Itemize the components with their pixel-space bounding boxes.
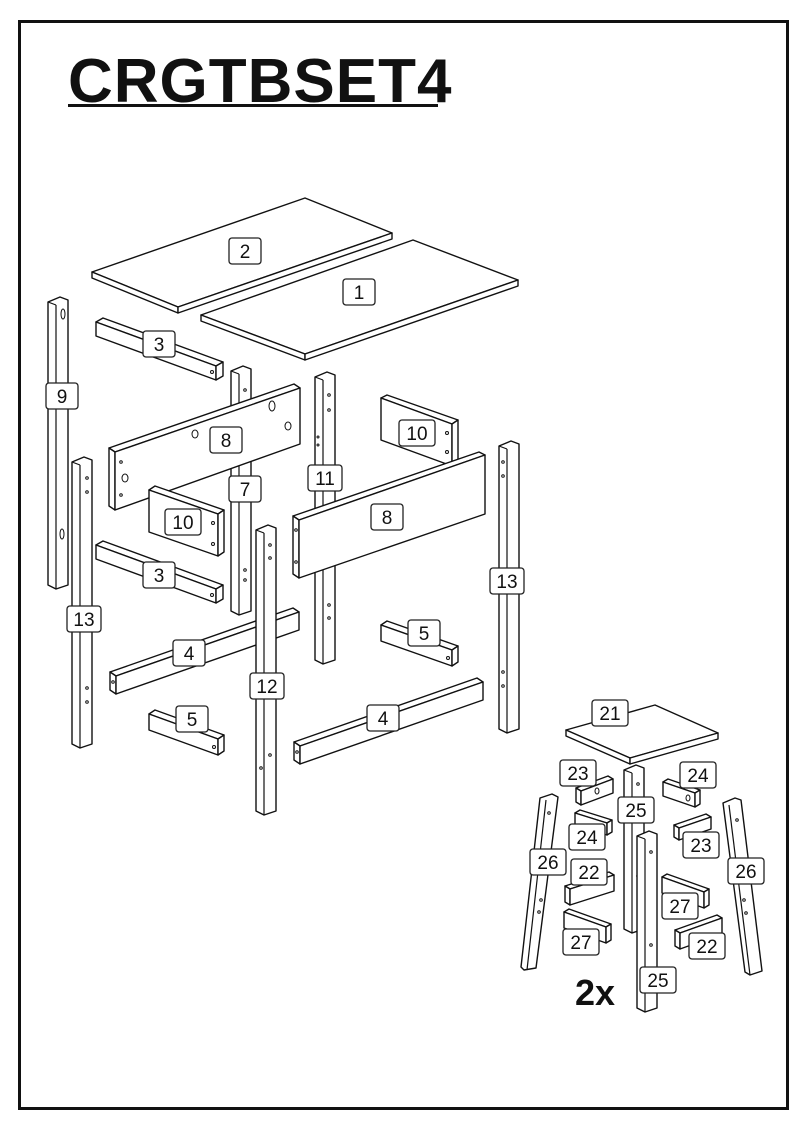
label-part-4-left: 4 xyxy=(172,639,206,667)
label-part-1: 1 xyxy=(342,278,376,306)
svg-text:4: 4 xyxy=(184,644,195,665)
label-part-5-right: 5 xyxy=(407,619,441,647)
page-frame xyxy=(18,20,789,1110)
label-part-27-right: 27 xyxy=(661,892,699,920)
label-part-24-right: 24 xyxy=(679,761,717,789)
label-part-25-rear: 25 xyxy=(617,796,655,824)
label-part-10-front: 10 xyxy=(164,508,202,536)
label-part-4-right: 4 xyxy=(366,704,400,732)
label-part-3-lower: 3 xyxy=(142,561,176,589)
stool-leg-26-right xyxy=(722,797,763,976)
svg-text:27: 27 xyxy=(570,933,591,954)
svg-text:13: 13 xyxy=(496,572,517,593)
svg-text:13: 13 xyxy=(73,610,94,631)
svg-text:8: 8 xyxy=(382,508,393,529)
svg-text:23: 23 xyxy=(567,764,588,785)
label-part-22-left: 22 xyxy=(570,858,608,886)
svg-text:10: 10 xyxy=(406,424,427,445)
label-part-11: 11 xyxy=(307,464,343,492)
leg-9 xyxy=(47,296,69,590)
svg-text:9: 9 xyxy=(57,387,68,408)
svg-text:25: 25 xyxy=(647,971,668,992)
label-part-13-left: 13 xyxy=(66,605,102,633)
svg-text:1: 1 xyxy=(354,283,365,304)
label-part-22-right: 22 xyxy=(688,932,726,960)
label-part-8-front: 8 xyxy=(370,503,404,531)
label-part-21: 21 xyxy=(591,699,629,727)
leg-13-left xyxy=(71,456,93,749)
svg-text:3: 3 xyxy=(154,335,165,356)
label-part-8-rear: 8 xyxy=(209,426,243,454)
svg-text:26: 26 xyxy=(537,853,558,874)
svg-text:26: 26 xyxy=(735,862,756,883)
svg-text:5: 5 xyxy=(419,624,430,645)
label-part-27-left: 27 xyxy=(562,928,600,956)
svg-text:8: 8 xyxy=(221,431,232,452)
apron-8-rear xyxy=(108,383,301,511)
label-part-26-right: 26 xyxy=(727,857,765,885)
svg-text:23: 23 xyxy=(690,836,711,857)
label-part-9: 9 xyxy=(45,382,79,410)
svg-text:25: 25 xyxy=(625,801,646,822)
label-part-5-left: 5 xyxy=(175,705,209,733)
svg-text:24: 24 xyxy=(687,766,709,787)
svg-text:3: 3 xyxy=(154,566,165,587)
svg-text:27: 27 xyxy=(669,897,690,918)
label-part-23-right: 23 xyxy=(682,831,720,859)
stool-leg-26-left xyxy=(520,793,559,971)
label-part-26-left: 26 xyxy=(529,848,567,876)
svg-text:22: 22 xyxy=(696,937,717,958)
svg-text:2: 2 xyxy=(240,242,251,263)
label-part-2: 2 xyxy=(228,237,262,265)
label-part-7: 7 xyxy=(228,475,262,503)
svg-text:5: 5 xyxy=(187,710,198,731)
stool-seat-21 xyxy=(565,704,719,765)
label-part-10-rear: 10 xyxy=(398,419,436,447)
title-underline xyxy=(68,104,438,107)
label-part-3-upper: 3 xyxy=(142,330,176,358)
svg-text:4: 4 xyxy=(378,709,389,730)
svg-text:22: 22 xyxy=(578,863,599,884)
label-part-23-left: 23 xyxy=(559,759,597,787)
svg-text:7: 7 xyxy=(240,480,251,501)
label-part-25-front: 25 xyxy=(639,966,677,994)
svg-text:11: 11 xyxy=(315,469,335,490)
label-part-24-left: 24 xyxy=(568,823,606,851)
label-part-13-right: 13 xyxy=(489,567,525,595)
svg-text:24: 24 xyxy=(576,828,598,849)
page-title: CRGTBSET4 xyxy=(68,47,453,116)
svg-text:21: 21 xyxy=(599,704,620,725)
leg-12 xyxy=(255,524,277,816)
svg-text:12: 12 xyxy=(256,677,277,698)
label-part-12: 12 xyxy=(249,672,285,700)
stool-quantity-label: 2x xyxy=(575,972,616,1013)
svg-text:10: 10 xyxy=(172,513,193,534)
